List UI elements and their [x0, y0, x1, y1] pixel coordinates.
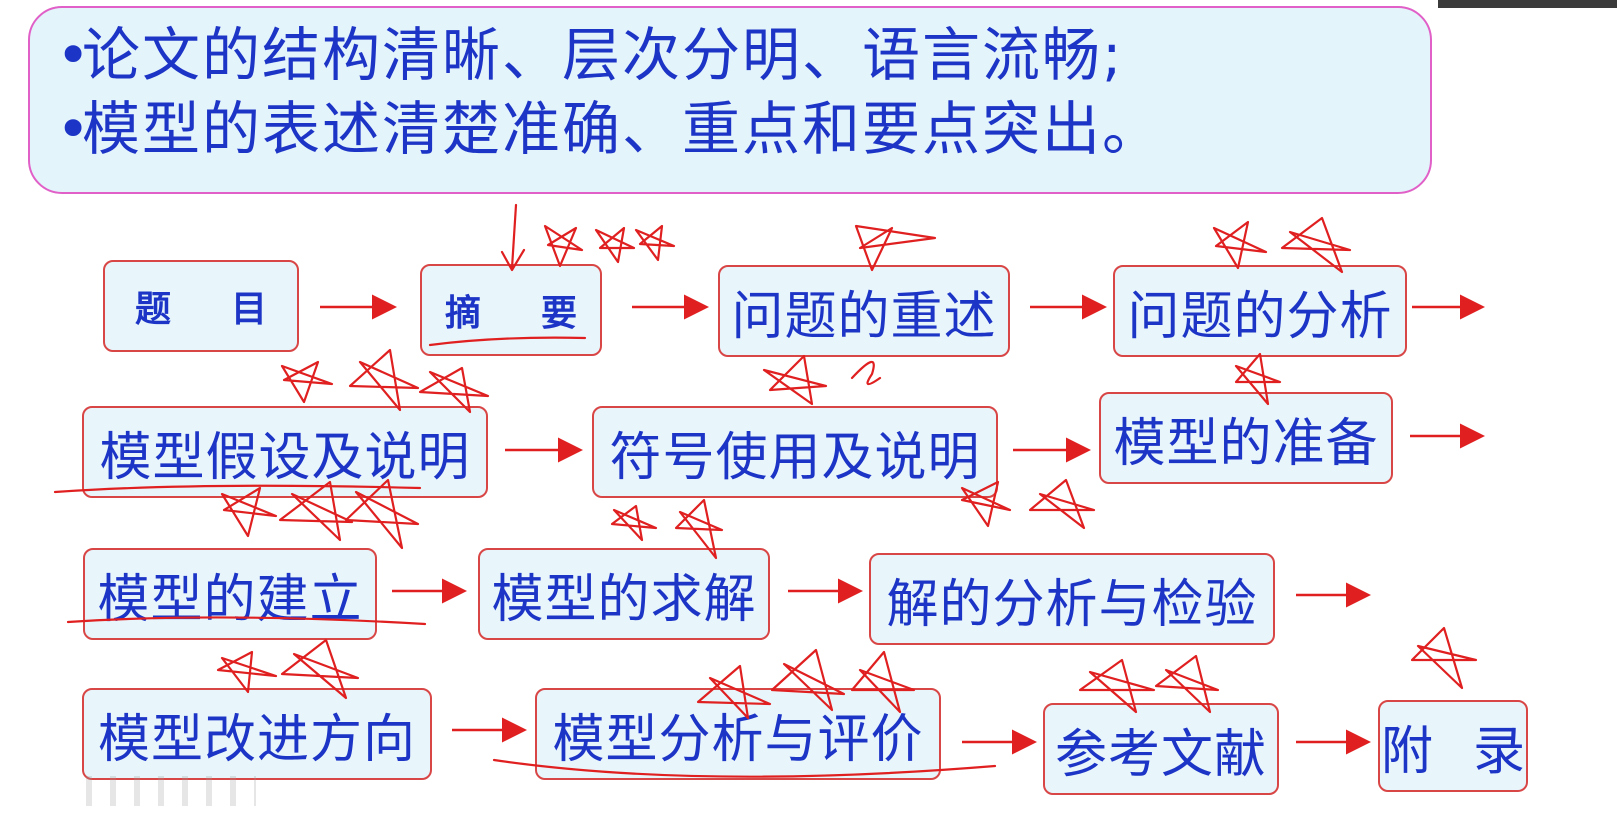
flow-node-assumptions: 模型假设及说明	[82, 406, 488, 498]
flow-node-label: 题目	[134, 289, 267, 330]
flow-node-label: 模型的准备	[1113, 413, 1379, 474]
star-mark	[1028, 478, 1096, 530]
flow-node-establish: 模型的建立	[83, 548, 377, 640]
flow-node-abstract: 摘要	[420, 264, 602, 356]
star-mark	[594, 226, 636, 264]
watermark	[86, 776, 256, 806]
flow-node-symbols: 符号使用及说明	[592, 406, 998, 498]
video-top-bar	[1438, 0, 1617, 8]
star-mark	[348, 348, 420, 412]
flow-node-label: 模型的求解	[491, 569, 757, 630]
star-mark	[610, 504, 658, 542]
star-mark	[762, 354, 828, 406]
flow-node-restatement: 问题的重述	[718, 265, 1010, 357]
header-line-2-text: 模型的表述清楚准确、重点和要点突出。	[82, 95, 1163, 163]
pointer-arrow-abstract	[500, 203, 526, 272]
flow-node-label: 参考文献	[1054, 724, 1267, 785]
flow-node-label: 模型假设及说明	[99, 427, 471, 488]
bullet-icon: •	[56, 21, 93, 89]
star-mark	[1212, 220, 1268, 270]
flow-node-label: 模型改进方向	[97, 709, 416, 770]
header-line-2: •模型的表述清楚准确、重点和要点突出。	[56, 92, 1430, 166]
flow-node-label: 摘要	[444, 293, 577, 334]
star-mark	[634, 224, 676, 262]
flow-node-label: 模型的建立	[97, 569, 363, 630]
flow-node-label: 解的分析与检验	[886, 574, 1258, 635]
star-mark	[216, 650, 278, 694]
flow-node-improvement: 模型改进方向	[82, 688, 432, 780]
star-mark	[854, 224, 937, 272]
star-mark	[850, 360, 882, 386]
flow-node-analysis: 问题的分析	[1113, 265, 1407, 357]
bullet-icon: •	[56, 95, 93, 163]
header-callout: •论文的结构清晰、层次分明、语言流畅; •模型的表述清楚准确、重点和要点突出。	[28, 6, 1432, 194]
header-line-1-text: 论文的结构清晰、层次分明、语言流畅;	[82, 21, 1124, 89]
star-mark	[1410, 626, 1478, 690]
star-mark	[543, 224, 584, 268]
flow-node-label: 问题的重述	[731, 286, 997, 347]
flow-node-label: 问题的分析	[1127, 286, 1393, 347]
flow-node-label: 符号使用及说明	[609, 427, 981, 488]
flow-node-label: 模型分析与评价	[552, 709, 924, 770]
header-line-1: •论文的结构清晰、层次分明、语言流畅;	[56, 18, 1430, 92]
flow-node-appendix: 附录	[1378, 700, 1528, 792]
flow-node-evaluation: 模型分析与评价	[535, 688, 941, 780]
star-mark	[280, 360, 334, 404]
flow-arrows	[320, 294, 1485, 755]
flow-node-title: 题目	[103, 260, 299, 352]
flow-node-preparation: 模型的准备	[1099, 392, 1393, 484]
flow-node-solve: 模型的求解	[478, 548, 770, 640]
star-mark	[1280, 216, 1352, 274]
flow-node-solution-check: 解的分析与检验	[869, 553, 1275, 645]
flow-node-references: 参考文献	[1043, 703, 1279, 795]
flow-node-label: 附录	[1380, 721, 1525, 782]
